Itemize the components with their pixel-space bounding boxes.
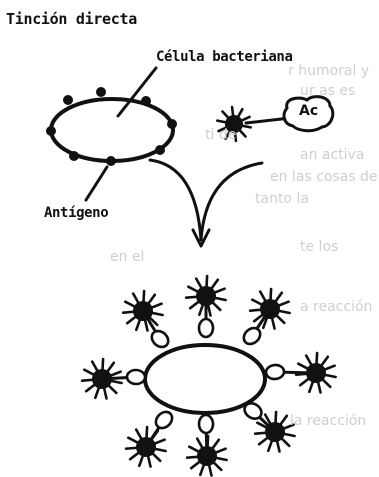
antigen-dot xyxy=(69,151,79,161)
bleed-through-text: te los xyxy=(300,240,338,254)
stained-bacterial-cell xyxy=(145,345,265,413)
bleed-through-text: ur as es xyxy=(300,84,355,98)
antigen-dot xyxy=(141,96,151,106)
reaction-arrow xyxy=(201,163,262,240)
antibody-loop xyxy=(199,415,213,433)
antigen-label: Antígeno xyxy=(44,206,108,220)
antigen-dot xyxy=(167,119,177,129)
fluorochrome-star xyxy=(123,291,163,331)
antibody-label: Ac xyxy=(299,104,318,118)
bleed-through-text: a reacción xyxy=(300,300,372,314)
bacterial-cell xyxy=(51,99,173,161)
antibody-loop xyxy=(265,364,284,380)
bleed-through-text: an activa xyxy=(300,148,364,162)
fluorochrome-star xyxy=(250,289,290,329)
antibody-loop xyxy=(241,325,264,347)
bleed-through-text: tanto la xyxy=(255,192,309,206)
figure-title: Tinción directa xyxy=(6,12,137,27)
bleed-through-text: la reacción xyxy=(290,414,366,428)
reaction-arrow xyxy=(150,160,201,240)
antibody-loop xyxy=(153,409,176,432)
bleed-through-text: en las cosas de xyxy=(270,170,378,184)
antigen-dot xyxy=(106,156,116,166)
antigen-dot xyxy=(63,95,73,105)
cell-label: Célula bacteriana xyxy=(156,50,293,64)
antigen-leader-line xyxy=(86,167,107,200)
fluorochrome-star xyxy=(187,436,227,476)
bleed-through-text: r humoral y xyxy=(288,64,369,78)
antibody-loop xyxy=(149,328,172,350)
fluorochrome-star xyxy=(126,427,166,467)
bleed-through-text: en el xyxy=(110,250,144,264)
antibody-loop xyxy=(127,370,145,385)
antigen-dot xyxy=(46,126,56,136)
bleed-through-text: ti de xyxy=(205,128,236,142)
antibody-loop xyxy=(199,319,213,337)
antigen-dot xyxy=(96,87,106,97)
antigen-dot xyxy=(155,145,165,155)
